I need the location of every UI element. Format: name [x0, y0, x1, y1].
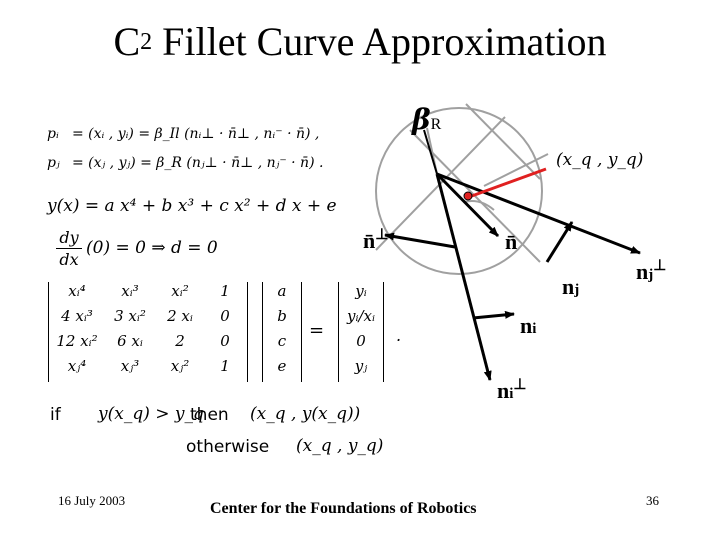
matrix-cell: xⱼ⁴: [67, 357, 87, 375]
nbar-label: n̄: [505, 229, 518, 254]
perp-symbol-3: ⊥: [513, 377, 527, 393]
matrix-cell: 2: [175, 332, 185, 350]
ni-label: ni: [520, 313, 536, 339]
equation-pi-rhs: = (xᵢ , yᵢ) = β_Il (nᵢ⊥ · n̄⊥ , nᵢ⁻ · n̄…: [72, 126, 320, 142]
equation-polynomial: y(x) = a x⁴ + b x³ + c x² + d x + e: [47, 196, 337, 216]
coefficient-matrix: xᵢ⁴ xᵢ³ xᵢ² 1 4 xᵢ³ 3 xᵢ² 2 xᵢ 0 12 xᵢ² 6 xᵢ 2 0 xⱼ⁴…: [48, 282, 248, 382]
condition-then-expression: (x_q , y(x_q)): [250, 404, 361, 424]
ni-arrow: [472, 310, 515, 320]
derivative-numerator: dy: [59, 228, 79, 247]
matrix-cell: xᵢ³: [121, 282, 139, 300]
vector-cell: a: [277, 282, 287, 300]
xq-label: (x_q , y_q): [556, 150, 644, 170]
rhs-cell: yᵢ/xᵢ: [346, 307, 376, 325]
red-point: [463, 191, 473, 201]
perp-symbol-1: ⊥: [375, 227, 389, 243]
nj-perp-symbol: n: [636, 259, 649, 284]
rhs-cell: yᵢ: [355, 282, 367, 300]
matrix-period: .: [396, 326, 402, 345]
gray-line-4: [483, 153, 549, 187]
matrix-cell: 12 xᵢ²: [56, 332, 98, 350]
nj-symbol: n: [562, 274, 575, 299]
ni-symbol: n: [520, 313, 533, 338]
derivative-fraction: dy dx: [56, 228, 82, 269]
perp-symbol-2: ⊥: [653, 258, 667, 274]
vector-cell: e: [277, 357, 287, 375]
matrix-cell: 2 xᵢ: [167, 307, 193, 325]
title-base: C: [113, 19, 141, 64]
vector-cell: c: [277, 332, 287, 350]
fraction-bar: [56, 248, 82, 249]
beta-subscript: R: [430, 116, 442, 133]
beta-symbol: β: [412, 103, 431, 136]
gray-arc: [463, 200, 495, 211]
ni-perp-arrow: [435, 173, 492, 381]
matrix-cell: xⱼ²: [170, 357, 190, 375]
matrix-cell: 0: [220, 332, 230, 350]
matrix-cell: 1: [220, 357, 230, 375]
equation-pj-lhs: pⱼ: [47, 155, 60, 171]
beta-label: βR: [412, 103, 441, 136]
footer-page-number: 36: [646, 493, 659, 508]
equation-derivative-rhs: (0) = 0 ⇒ d = 0: [86, 238, 218, 258]
slide-title: C2 Fillet Curve Approximation: [0, 18, 720, 72]
title-superscript: 2: [140, 29, 153, 55]
red-vector: [468, 167, 547, 199]
matrix-cell: xᵢ⁴: [68, 282, 86, 300]
matrix-cell: 4 xᵢ³: [61, 307, 93, 325]
rhs-vector: yᵢ yᵢ/xᵢ 0 yⱼ: [338, 282, 384, 382]
nbar-perp-arrow: [384, 232, 456, 249]
nbar-perp-label: n̄⊥: [363, 227, 389, 254]
nj-perp-subscript: j: [648, 267, 654, 283]
derivative-denominator: dx: [59, 250, 79, 269]
condition-otherwise-expression: (x_q , y_q): [296, 436, 384, 456]
nbar-arrow: [435, 172, 500, 238]
nj-perp-arrow: [436, 172, 641, 255]
vector-cell: b: [277, 307, 287, 325]
equation-pj-rhs: = (xⱼ , yⱼ) = β_R (nⱼ⊥ · n̄⊥ , nⱼ⁻ · n̄)…: [72, 155, 324, 171]
matrix-cell: 0: [220, 307, 230, 325]
ni-perp-label: ni⊥: [497, 377, 527, 404]
rhs-cell: 0: [356, 332, 366, 350]
matrix-cell: 1: [220, 282, 230, 300]
beta-ray: [423, 129, 438, 175]
nj-label: nj: [562, 274, 579, 300]
footer-date: 16 July 2003: [58, 493, 126, 508]
rhs-grid: yᵢ yᵢ/xᵢ 0 yⱼ: [339, 282, 383, 382]
gray-line-3: [465, 103, 541, 180]
title-rest: Fillet Curve Approximation: [152, 19, 607, 64]
ni-subscript: i: [532, 321, 537, 337]
gray-circle: [375, 107, 543, 275]
equals-sign: =: [309, 320, 325, 341]
rhs-cell: yⱼ: [354, 357, 368, 375]
matrix-grid: xᵢ⁴ xᵢ³ xᵢ² 1 4 xᵢ³ 3 xᵢ² 2 xᵢ 0 12 xᵢ² 6 xᵢ 2 0 xⱼ⁴…: [49, 282, 247, 382]
nbar-perp-symbol: n̄: [363, 228, 376, 253]
nj-subscript: j: [574, 282, 580, 298]
condition-if-expression: y(x_q) > y_q: [98, 404, 204, 424]
condition-otherwise: otherwise: [186, 437, 270, 457]
condition-if: if: [50, 405, 61, 425]
ni-perp-symbol: n: [497, 378, 510, 403]
matrix-cell: 3 xᵢ²: [114, 307, 146, 325]
nj-arrow: [545, 221, 574, 263]
equation-pi-lhs: pᵢ: [47, 126, 59, 142]
matrix-cell: xⱼ³: [120, 357, 140, 375]
nj-perp-label: nj⊥: [636, 258, 667, 285]
footer-center: Center for the Foundations of Robotics: [210, 500, 477, 517]
condition-then: then: [190, 405, 229, 425]
matrix-cell: 6 xᵢ: [117, 332, 143, 350]
ni-perp-subscript: i: [509, 386, 514, 402]
matrix-cell: xᵢ²: [171, 282, 189, 300]
